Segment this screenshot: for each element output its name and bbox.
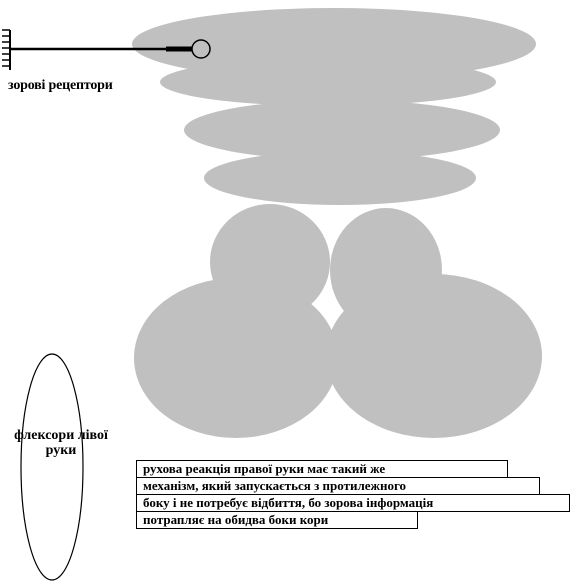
receptor-comb-teeth xyxy=(2,30,10,66)
cortex-lobe-second xyxy=(160,58,496,106)
left-lower-lobe xyxy=(134,278,338,438)
cortex-lobe-third xyxy=(184,100,500,160)
neuron-node xyxy=(192,40,210,58)
note-line-1: рухова реакція правої руки має такий же xyxy=(136,460,508,478)
cortex-lobe-fourth xyxy=(204,151,476,205)
note-line-3: боку і не потребує відбиття, бо зорова і… xyxy=(136,494,570,512)
flexor-muscle-oval xyxy=(21,354,83,580)
note-line-4: потрапляє на обидва боки кори xyxy=(136,511,418,529)
visual-receptors-label: зорові рецептори xyxy=(8,78,113,94)
brain-silhouette xyxy=(132,8,542,438)
right-lower-lobe xyxy=(326,274,542,438)
note-line-2: механізм, який запускається з протилежно… xyxy=(136,477,540,495)
flexors-label: флексори лівої руки xyxy=(8,428,114,458)
